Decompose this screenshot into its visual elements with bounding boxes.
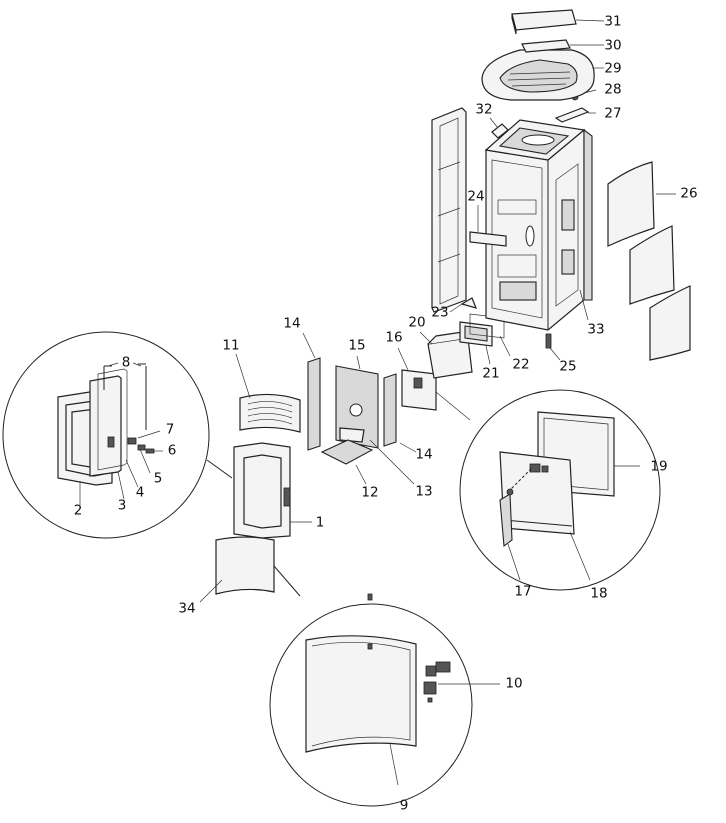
side-panels-part-26: [607, 161, 691, 361]
label-part-32: 32: [475, 101, 493, 118]
label-part-29: 29: [604, 60, 622, 77]
front-panel-part-9: [305, 635, 417, 753]
label-part-18: 18: [590, 585, 608, 602]
label-part-25: 25: [559, 358, 577, 375]
label-part-26: 26: [680, 185, 698, 202]
label-part-14-right: 14: [415, 446, 433, 463]
label-part-17: 17: [514, 583, 532, 600]
label-part-2: 2: [73, 502, 83, 519]
door-detail-circle: [2, 331, 210, 539]
label-part-9: 9: [399, 797, 409, 814]
label-part-1: 1: [315, 514, 325, 531]
bracket-part-23: [460, 297, 478, 309]
label-part-31: 31: [604, 13, 622, 30]
insulation-panel-part-14-left: [307, 357, 321, 451]
label-part-20: 20: [408, 314, 426, 331]
back-plate-part-15: [335, 365, 379, 449]
hinge-part-10: [423, 661, 451, 703]
panel-part-18: [499, 451, 575, 535]
plate-part-30: [521, 39, 571, 53]
label-part-8: 8: [121, 354, 131, 371]
label-part-30: 30: [604, 37, 622, 54]
label-part-6: 6: [167, 442, 177, 459]
hardware-part-17: [499, 467, 533, 548]
screw-part-25: [545, 333, 552, 349]
label-part-15: 15: [348, 337, 366, 354]
label-part-5: 5: [153, 470, 163, 487]
bracket-part-27: [554, 107, 590, 123]
insulation-panel-part-14-right: [383, 373, 397, 447]
label-part-28: 28: [604, 81, 622, 98]
label-part-22: 22: [512, 356, 530, 373]
panel-detail-circle: [459, 389, 661, 591]
label-part-4: 4: [135, 484, 145, 501]
side-panel-left: [431, 107, 467, 313]
door-assembly-part-1: [233, 442, 291, 539]
label-part-16: 16: [385, 329, 403, 346]
bracket-part-24: [469, 231, 507, 247]
label-part-11: 11: [222, 337, 240, 354]
part-32: [491, 123, 509, 139]
label-part-12: 12: [361, 484, 379, 501]
front-panel-part-34: [215, 536, 275, 595]
label-part-34: 34: [178, 600, 196, 617]
label-part-24: 24: [467, 188, 485, 205]
label-part-27: 27: [604, 105, 622, 122]
front-panel-detail-circle: [269, 603, 473, 807]
label-part-7: 7: [165, 421, 175, 438]
hardware-parts-5-6-7: [107, 436, 155, 454]
label-part-19: 19: [650, 458, 668, 475]
label-part-13: 13: [415, 483, 433, 500]
stove-body: [484, 119, 593, 331]
label-part-10: 10: [505, 675, 523, 692]
panel-part-16: [401, 369, 437, 411]
label-part-23: 23: [431, 304, 449, 321]
top-lid-part-31: [511, 9, 577, 35]
grate-part-12: [320, 439, 374, 465]
label-part-14-left: 14: [283, 315, 301, 332]
label-part-3: 3: [117, 497, 127, 514]
grille-panel-part-11: [239, 393, 301, 433]
top-cover-part-29: [481, 49, 595, 101]
label-part-33: 33: [587, 321, 605, 338]
burn-pot-part-13: [339, 427, 365, 443]
door-glass-part-3: [89, 375, 122, 477]
label-part-21: 21: [482, 365, 500, 382]
frame-part-21: [459, 321, 493, 347]
